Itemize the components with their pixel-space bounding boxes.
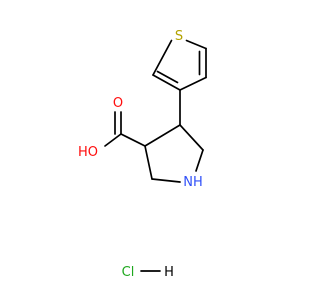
bond-n-c2: [151, 178, 181, 183]
hydrochloride-salt: Cl H: [122, 265, 174, 280]
amine-label: NH: [183, 175, 203, 190]
carboxylic-acid: [104, 111, 146, 147]
bond-c3-c4: [179, 76, 207, 91]
thiophene-ring: [152, 39, 207, 91]
bond-c4-c5-inner: [156, 70, 179, 84]
bond-c-oh: [104, 133, 122, 147]
bond-c5-n: [195, 149, 204, 172]
pyrrolidine-ring: [144, 124, 204, 183]
chloride-label: Cl: [122, 265, 135, 280]
bond-c5-s: [152, 39, 173, 76]
hydroxyl-label: HO: [78, 145, 98, 160]
carbonyl-oxygen-label: O: [113, 96, 123, 111]
bond-c4-c5: [179, 124, 204, 151]
bond-c2-c3: [144, 145, 153, 180]
hydrogen-label: H: [164, 265, 174, 280]
structure-diagram: S O HO NH Cl H: [78, 29, 207, 280]
sulfur-label: S: [175, 29, 183, 44]
bond-c4-c3: [144, 124, 181, 147]
bond-c4-c5: [152, 74, 181, 91]
bond-s-c2: [185, 39, 207, 50]
bond-c3-carboxyl: [120, 133, 146, 147]
